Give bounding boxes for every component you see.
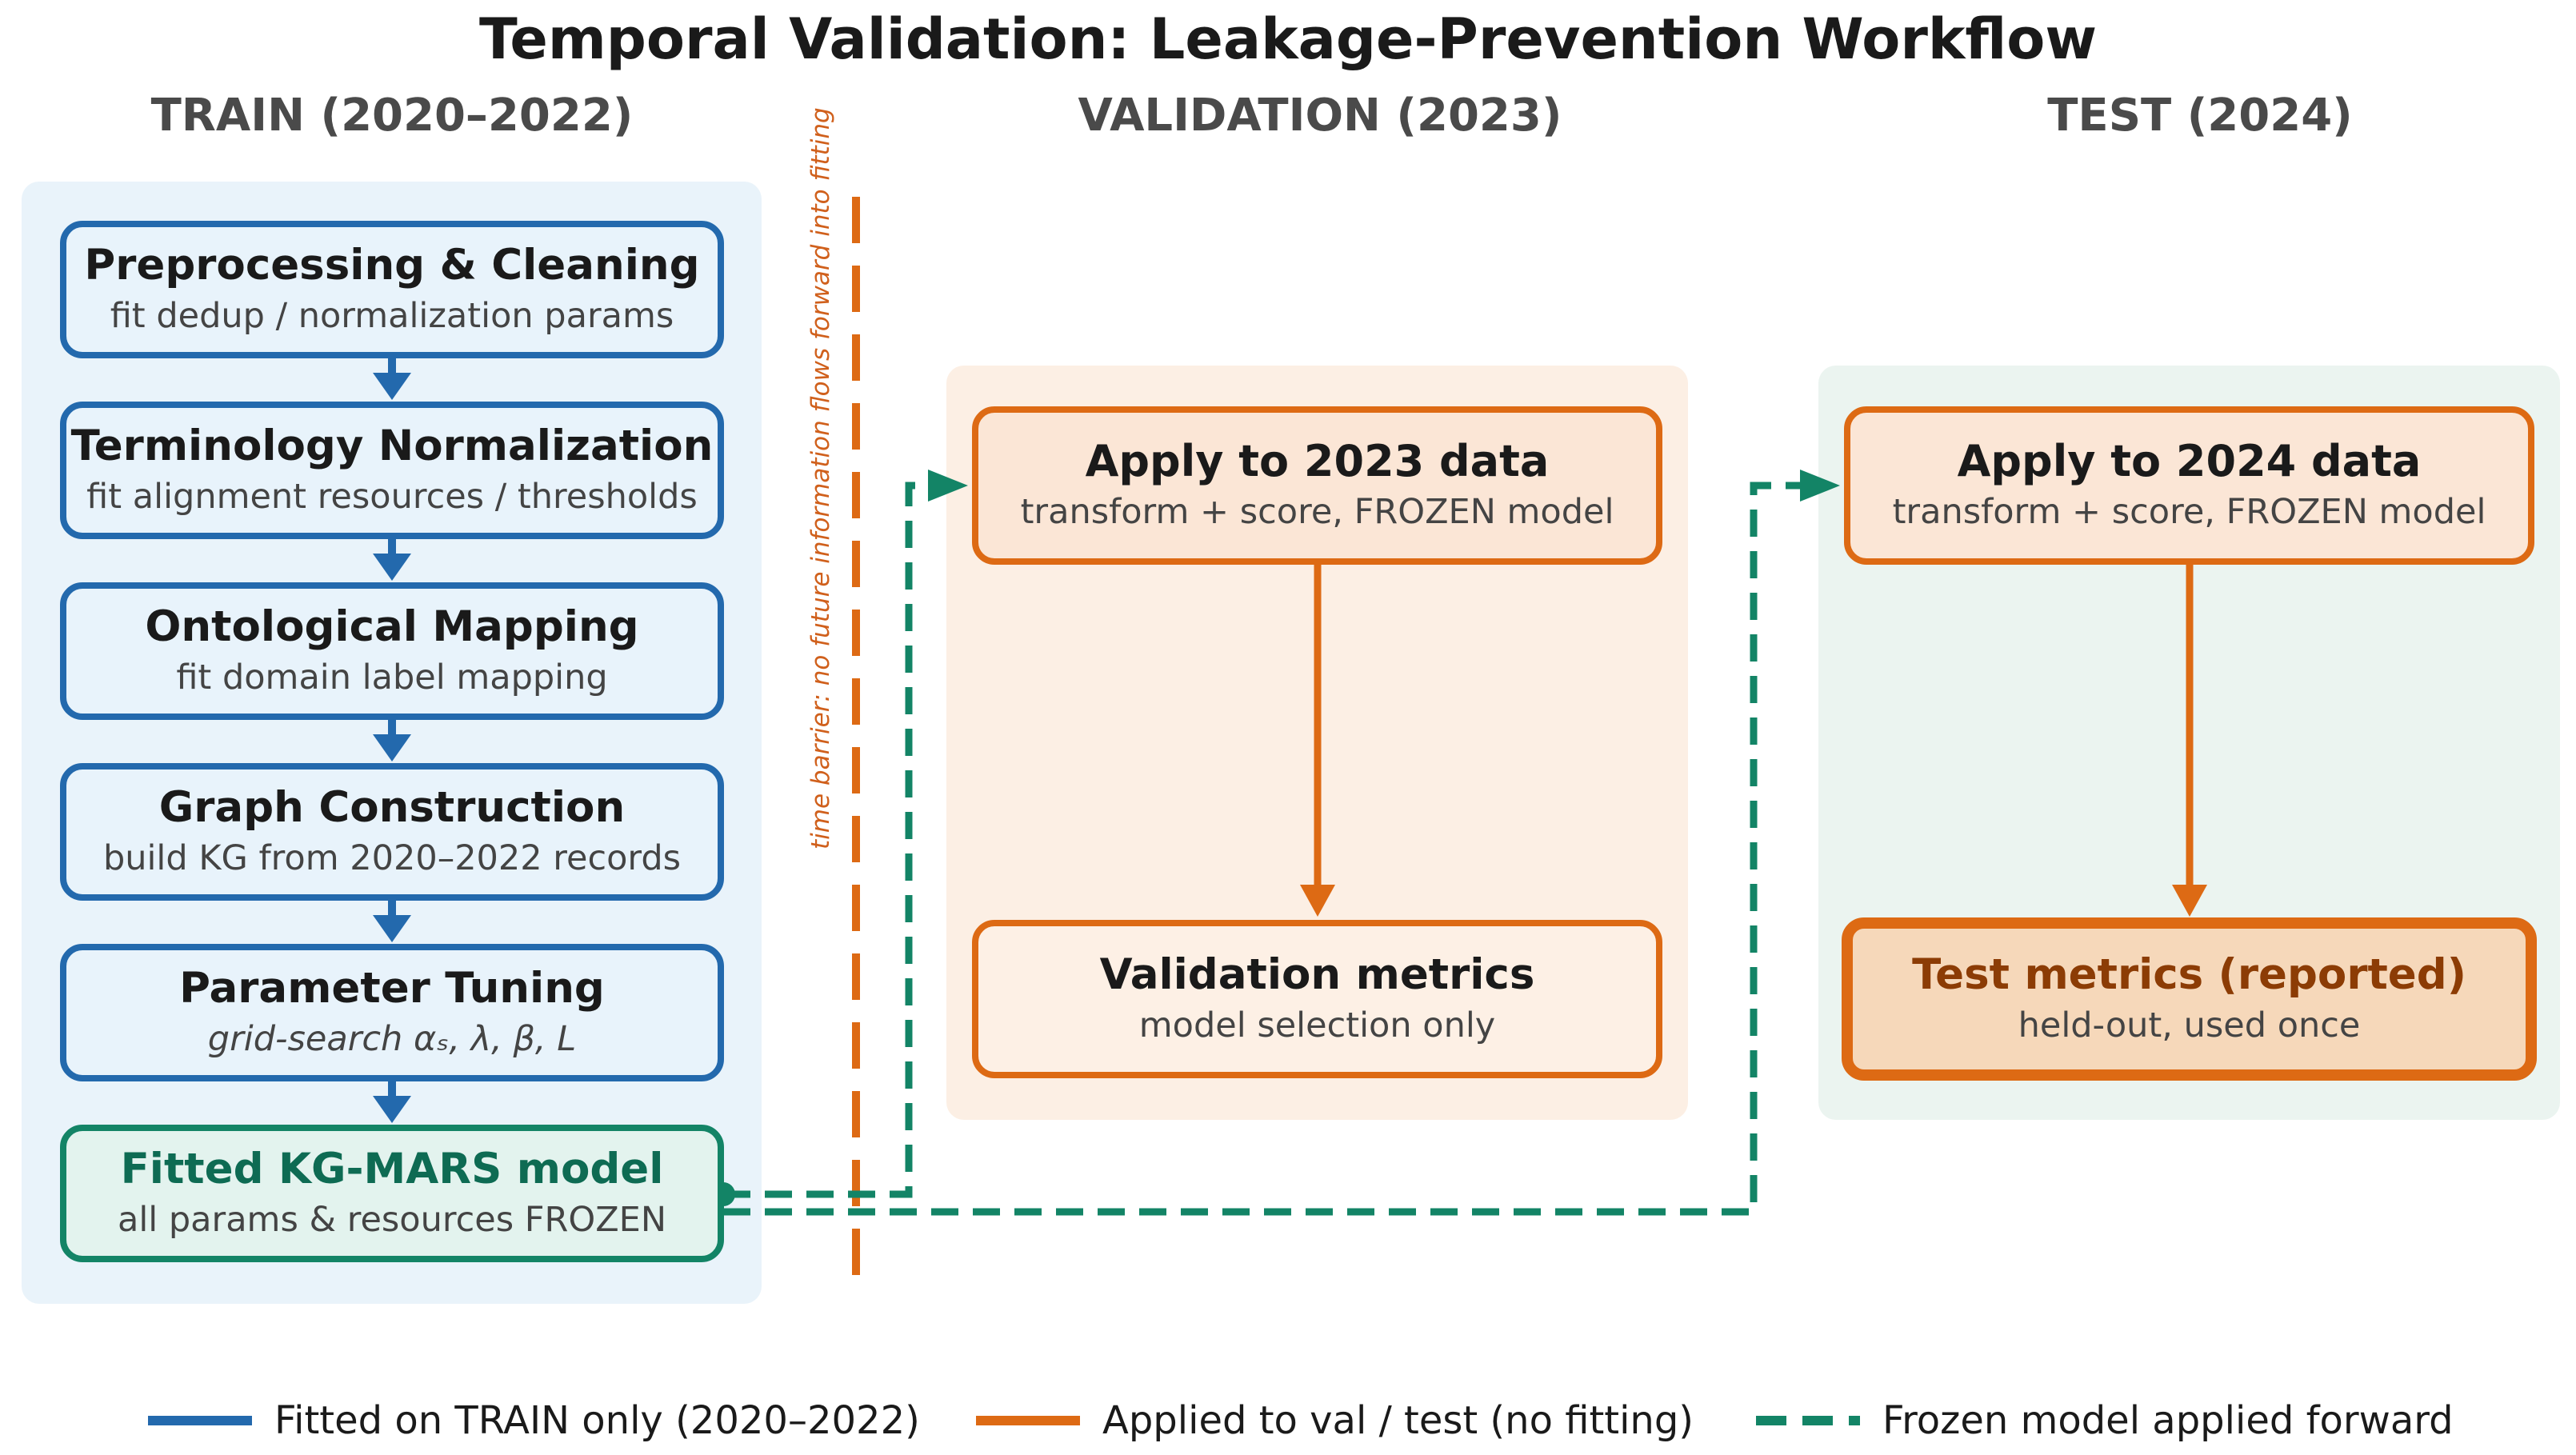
train-arrowhead-1 xyxy=(373,373,411,400)
legend-swatch-solid-orange xyxy=(976,1416,1080,1425)
step-subtitle: grid-search αₛ, λ, β, L xyxy=(207,1018,577,1059)
metrics-title: Test metrics (reported) xyxy=(1912,950,2466,1000)
step-title: Preprocessing & Cleaning xyxy=(84,241,700,290)
step-title: Parameter Tuning xyxy=(179,964,605,1013)
legend-label: Applied to val / test (no fitting) xyxy=(1102,1398,1694,1443)
frozen-to-test-connector xyxy=(723,482,1803,1216)
metrics-title: Validation metrics xyxy=(1099,950,1535,1000)
validation-metrics-box: Validation metrics model selection only xyxy=(972,920,1662,1078)
step-subtitle: fit dedup / normalization params xyxy=(110,295,674,336)
test-arrowhead xyxy=(2172,885,2207,917)
step-subtitle: fit alignment resources / thresholds xyxy=(86,476,698,517)
legend-label: Fitted on TRAIN only (2020–2022) xyxy=(274,1398,920,1443)
train-step-ontological-mapping: Ontological Mapping fit domain label map… xyxy=(60,582,724,720)
validation-arrowhead xyxy=(1300,885,1335,917)
validation-apply-box: Apply to 2023 data transform + score, FR… xyxy=(972,406,1662,565)
step-subtitle: all params & resources FROZEN xyxy=(117,1199,667,1240)
train-arrowhead-3 xyxy=(373,734,411,761)
train-step-graph-construction: Graph Construction build KG from 2020–20… xyxy=(60,763,724,901)
legend-label: Frozen model applied forward xyxy=(1882,1398,2454,1443)
legend-item-frozen: Frozen model applied forward xyxy=(1756,1398,2454,1443)
step-title: Terminology Normalization xyxy=(70,422,714,471)
metrics-subtitle: model selection only xyxy=(1138,1005,1496,1045)
step-title: Ontological Mapping xyxy=(145,602,639,652)
step-title: Fitted KG-MARS model xyxy=(120,1145,664,1194)
train-arrowhead-4 xyxy=(373,915,411,942)
apply-subtitle: transform + score, FROZEN model xyxy=(1020,492,1614,533)
train-step-arrows xyxy=(373,358,411,1123)
apply-title: Apply to 2024 data xyxy=(1957,435,2422,486)
train-column-header: TRAIN (2020–2022) xyxy=(150,90,634,142)
metrics-subtitle: held-out, used once xyxy=(2018,1005,2361,1045)
frozen-to-validation-arrowhead xyxy=(928,470,968,502)
train-arrowhead-5 xyxy=(373,1096,411,1123)
apply-title: Apply to 2023 data xyxy=(1085,435,1550,486)
test-metrics-box: Test metrics (reported) held-out, used o… xyxy=(1842,917,2537,1081)
time-barrier-label: time barrier: no future information flow… xyxy=(806,107,835,849)
frozen-to-validation-connector xyxy=(723,482,933,1198)
train-arrowhead-2 xyxy=(373,554,411,581)
apply-subtitle: transform + score, FROZEN model xyxy=(1892,492,2486,533)
frozen-to-test-arrowhead xyxy=(1800,470,1840,502)
step-subtitle: fit domain label mapping xyxy=(176,657,608,698)
test-apply-box: Apply to 2024 data transform + score, FR… xyxy=(1844,406,2534,565)
train-step-preprocessing: Preprocessing & Cleaning fit dedup / nor… xyxy=(60,221,724,358)
test-column-header: TEST (2024) xyxy=(2047,90,2353,142)
train-step-terminology: Terminology Normalization fit alignment … xyxy=(60,402,724,539)
step-subtitle: build KG from 2020–2022 records xyxy=(102,837,682,878)
train-step-parameter-tuning: Parameter Tuning grid-search αₛ, λ, β, L xyxy=(60,944,724,1081)
legend-swatch-solid-blue xyxy=(148,1416,252,1425)
step-title: Graph Construction xyxy=(158,783,626,833)
fitted-model-box: Fitted KG-MARS model all params & resour… xyxy=(60,1125,724,1262)
validation-column-header: VALIDATION (2023) xyxy=(1078,90,1562,142)
legend-item-apply: Applied to val / test (no fitting) xyxy=(976,1398,1694,1443)
diagram-title: Temporal Validation: Leakage-Prevention … xyxy=(478,6,2098,72)
legend-swatch-dashed-green xyxy=(1756,1416,1860,1425)
legend-item-train: Fitted on TRAIN only (2020–2022) xyxy=(148,1398,920,1443)
